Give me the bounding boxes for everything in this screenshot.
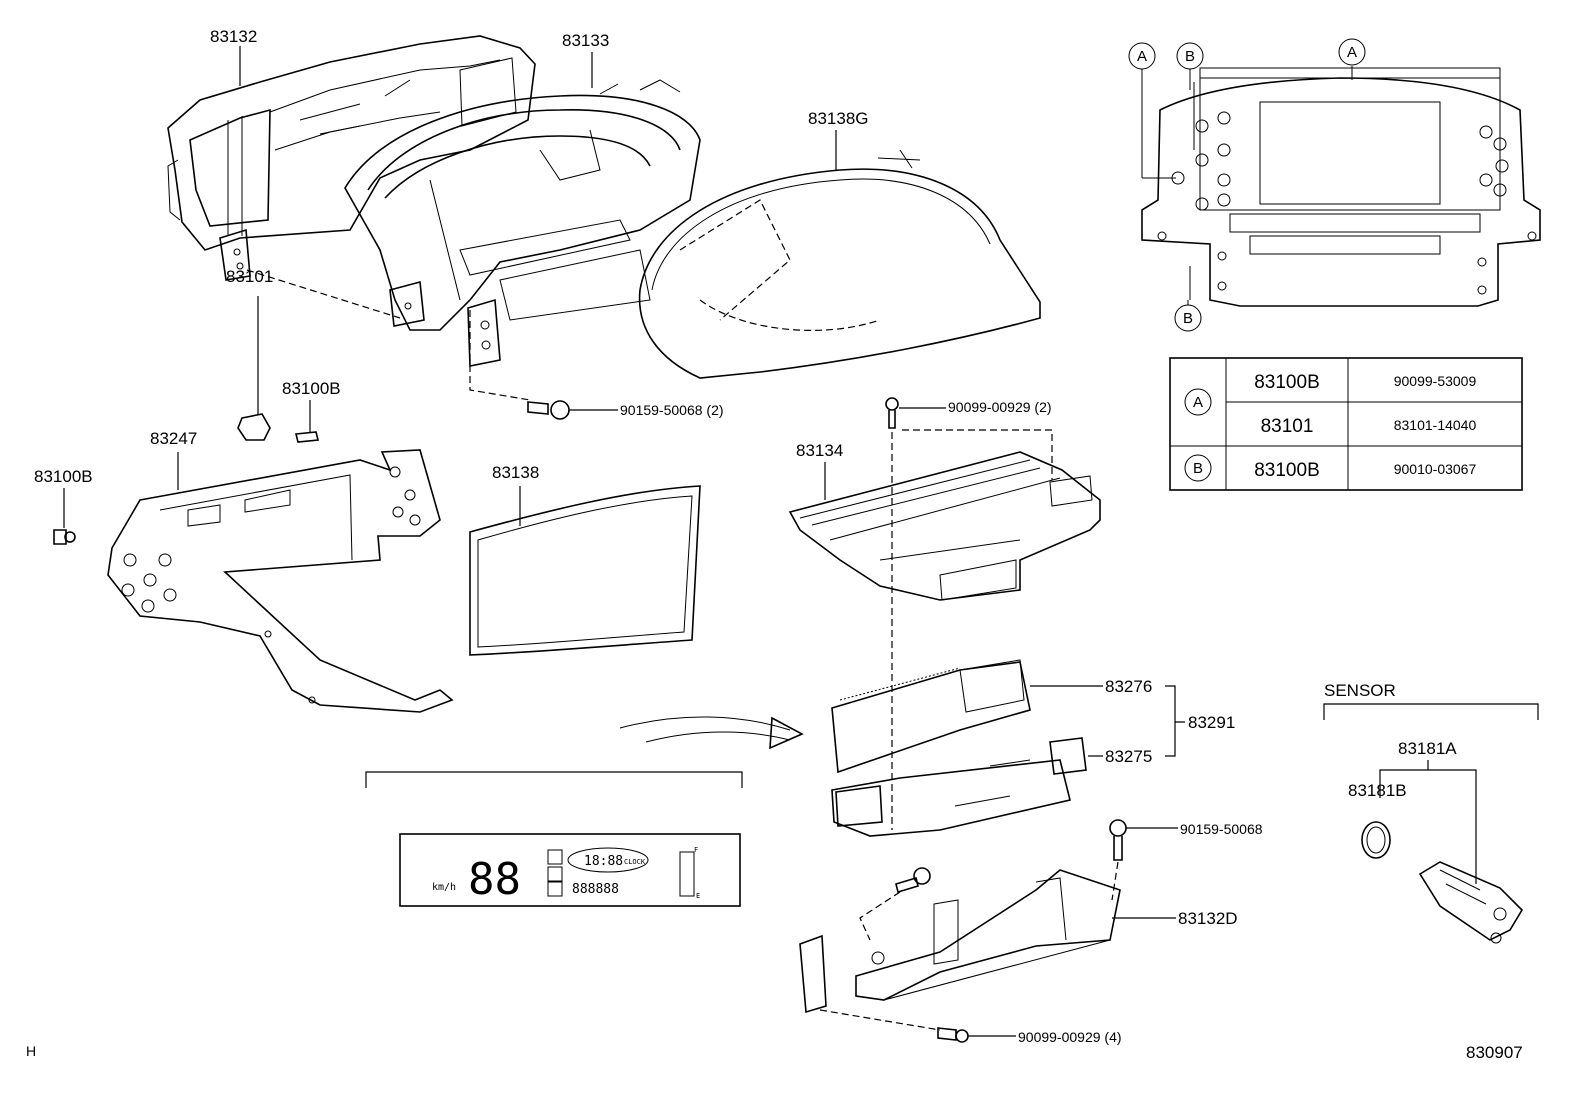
- marker-b-bottom: B: [1174, 304, 1202, 332]
- label-83132: 83132: [210, 27, 257, 46]
- table-row-3-part: 83100B: [1254, 460, 1320, 481]
- display-fuel-e: E: [696, 892, 700, 900]
- label-90159-50068: 90159-50068: [1180, 821, 1263, 837]
- marker-b-top-label: B: [1185, 48, 1195, 65]
- display-fuel-f: F: [694, 846, 698, 854]
- screw-90159-50068-right-drawing: [1109, 819, 1178, 861]
- label-90099-00929-4: 90099-00929 (4): [1018, 1029, 1122, 1045]
- marker-a-top-label: A: [1347, 44, 1357, 61]
- front-glass-drawing: [469, 485, 701, 656]
- display-clock: 18:88: [584, 854, 623, 869]
- label-83100B-left: 83100B: [34, 467, 93, 486]
- screw-90159-50068-drawing: [527, 400, 618, 420]
- clip-83101-drawing: [237, 296, 271, 441]
- display-clock-word: CLOCK: [624, 858, 646, 866]
- diagram-id: 830907: [1466, 1043, 1523, 1062]
- screw-90099-00929-bottom-drawing: [937, 1027, 1016, 1043]
- table-row-1-part: 83100B: [1254, 372, 1320, 393]
- label-90099-00929-2: 90099-00929 (2): [948, 399, 1052, 415]
- corner-letter: H: [26, 1043, 36, 1059]
- label-83132D: 83132D: [1178, 909, 1238, 928]
- label-83138G: 83138G: [808, 109, 869, 128]
- screw-90099-00929-top-drawing: [885, 397, 946, 429]
- cluster-frame-drawing: [344, 79, 701, 367]
- table-row-2-part: 83101: [1261, 416, 1314, 437]
- table-row-1-marker: A: [1193, 394, 1203, 411]
- label-83247: 83247: [150, 429, 197, 448]
- label-90159-50068-2: 90159-50068 (2): [620, 402, 724, 418]
- marker-b-top: B: [1176, 42, 1204, 70]
- display-bracket-line: [365, 771, 743, 788]
- label-83101: 83101: [226, 267, 273, 286]
- sensor-heading: SENSOR: [1324, 681, 1396, 700]
- detail-view-drawing: [1141, 66, 1541, 307]
- pin-83100B-drawing: [294, 400, 320, 443]
- label-83134: 83134: [796, 441, 843, 460]
- display-speed: 88: [468, 854, 521, 905]
- label-83138: 83138: [492, 463, 539, 482]
- bracket-plate-drawing: [107, 449, 454, 713]
- display-unit: km/h: [432, 882, 456, 893]
- screw-lower-case-drawing: [895, 867, 931, 894]
- marker-a-left-label: A: [1137, 48, 1147, 65]
- label-83181A: 83181A: [1398, 739, 1457, 758]
- marker-a-top: A: [1338, 38, 1366, 66]
- label-83275: 83275: [1105, 747, 1152, 766]
- table-row-3-marker: B: [1193, 460, 1203, 477]
- label-83291: 83291: [1188, 713, 1235, 732]
- assembly-arrow: [619, 716, 804, 750]
- marker-a-left: A: [1128, 42, 1156, 70]
- circuit-board-drawing: [831, 659, 1185, 837]
- table-row-1-number: 90099-53009: [1394, 373, 1477, 389]
- lens-glass-drawing: [638, 149, 1041, 379]
- label-83181B: 83181B: [1348, 781, 1407, 800]
- label-83276: 83276: [1105, 677, 1152, 696]
- table-row-3-number: 90010-03067: [1394, 461, 1477, 477]
- circuit-housing-drawing: [788, 451, 1101, 601]
- cluster-housing-drawing: [167, 35, 536, 281]
- label-83133: 83133: [562, 31, 609, 50]
- table-row-2-number: 83101-14040: [1394, 417, 1477, 433]
- reference-table: A 83100B 90099-53009 83101 83101-14040 B…: [1169, 357, 1523, 491]
- marker-b-bottom-label: B: [1183, 310, 1193, 327]
- screw-83100B-left-drawing: [53, 488, 76, 545]
- sensor-section: SENSOR: [1323, 681, 1539, 944]
- display-odometer: 888888: [572, 882, 619, 897]
- display-panel: km/h 88 18:88 CLOCK 888888 F E: [399, 833, 741, 907]
- lower-case-drawing: [799, 869, 1176, 1014]
- label-83100B-top: 83100B: [282, 379, 341, 398]
